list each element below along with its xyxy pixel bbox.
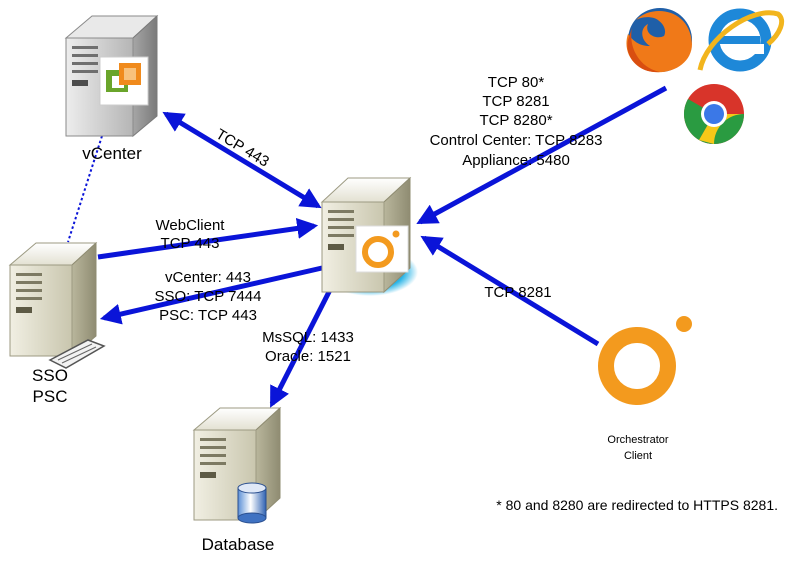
orchestrator-logo-icon <box>355 225 409 273</box>
sso-server-icon <box>8 241 106 369</box>
sso-link-line3: PSC: TCP 443 <box>159 307 257 324</box>
vcenter-sso-dotted-link <box>67 135 103 243</box>
footnote: * 80 and 8280 are redirected to HTTPS 82… <box>496 497 778 513</box>
browser-link-line1: TCP 80* <box>488 74 545 91</box>
client-arrow <box>420 235 600 347</box>
browser-link-line5: Appliance: 5480 <box>462 152 570 169</box>
database-link-line1: MsSQL: 1433 <box>262 329 354 346</box>
database-label: Database <box>202 535 275 554</box>
database-link-line2: Oracle: 1521 <box>265 348 351 365</box>
sso-label: SSO <box>32 366 68 385</box>
webclient-link-line1: WebClient <box>156 217 226 234</box>
orchestrator-server-icon <box>320 176 418 296</box>
vcenter-label: vCenter <box>82 144 142 163</box>
psc-label: PSC <box>33 387 68 406</box>
sso-arrow <box>99 265 323 325</box>
chrome-icon <box>683 84 744 145</box>
orchestrator-client-label-line2: Client <box>624 450 652 462</box>
database-cylinder-icon <box>237 482 267 524</box>
client-link-label: TCP 8281 <box>484 284 551 301</box>
database-arrow <box>269 284 335 408</box>
browser-link-line3: TCP 8280* <box>479 112 552 129</box>
internet-explorer-icon <box>697 8 785 72</box>
sso-link-line1: vCenter: 443 <box>165 269 251 286</box>
browser-arrow <box>416 85 668 225</box>
keyboard-icon <box>48 339 106 369</box>
orchestrator-client-icon <box>598 316 692 405</box>
orchestrator-client-label-line1: Orchestrator <box>607 434 668 446</box>
firefox-icon <box>626 8 692 73</box>
webclient-link-line2: TCP 443 <box>161 235 220 252</box>
browser-link-line2: TCP 8281 <box>482 93 549 110</box>
webclient-arrow <box>97 217 319 260</box>
vcenter-server-icon <box>64 14 159 138</box>
browser-link-line4: Control Center: TCP 8283 <box>430 132 603 149</box>
vcenter-arrow <box>162 111 322 209</box>
connectors <box>67 85 668 408</box>
sso-link-line2: SSO: TCP 7444 <box>154 288 261 305</box>
database-server-icon <box>192 406 282 524</box>
vcenter-logo-icon <box>99 56 149 106</box>
